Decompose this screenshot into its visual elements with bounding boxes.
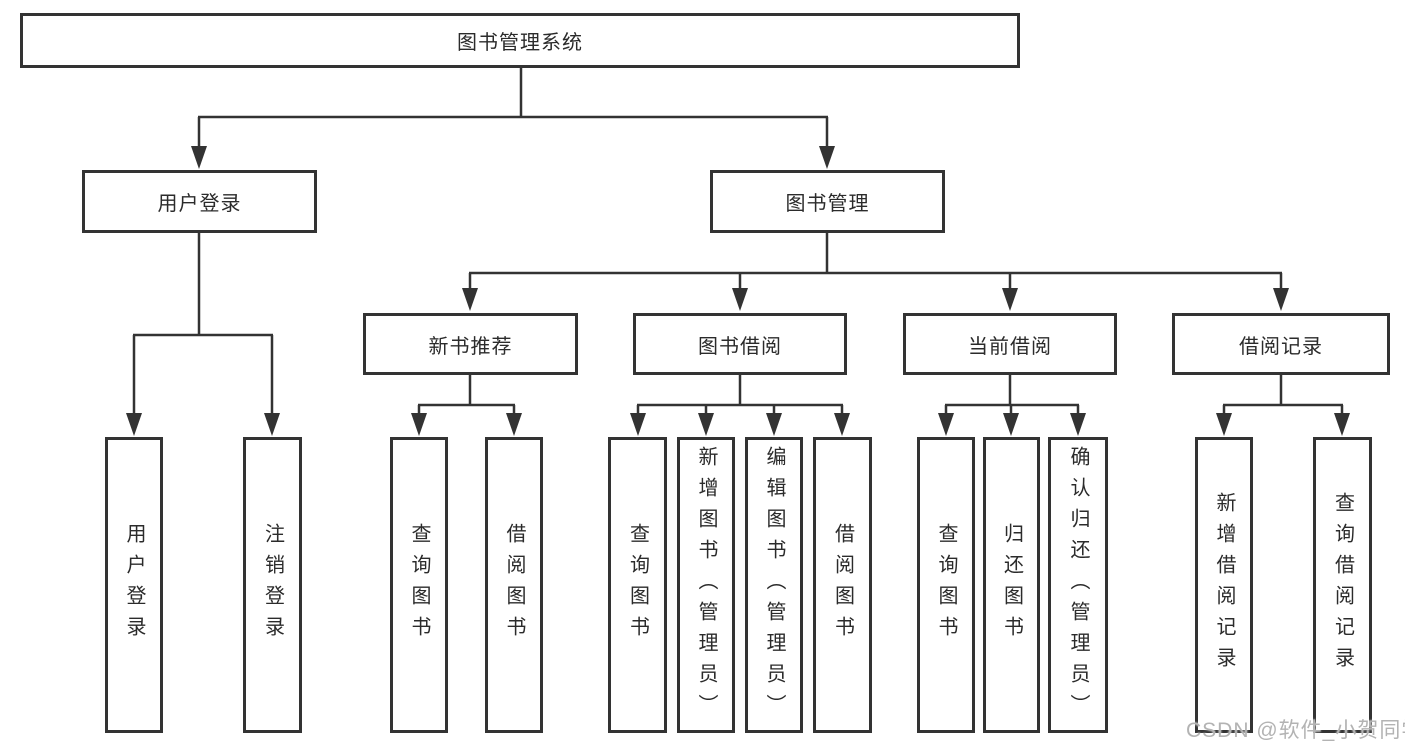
node-book-management: 图书管理 <box>710 170 945 233</box>
node-new-book-recommendation: 新书推荐 <box>363 313 578 375</box>
node-label: 当前借阅 <box>968 335 1052 358</box>
node-label: 用户登录 <box>123 523 145 647</box>
node-label: 图书管理系统 <box>457 32 583 54</box>
node-label: 查询图书 <box>935 523 957 647</box>
node-label: 新增借阅记录 <box>1213 492 1235 678</box>
leaf-add-borrow-record: 新增借阅记录 <box>1195 437 1253 733</box>
node-label: 查询图书 <box>626 523 649 647</box>
leaf-return-books: 归还图书 <box>983 437 1040 733</box>
leaf-borrow-books-recommend: 借阅图书 <box>485 437 543 733</box>
leaf-logout: 注销登录 <box>243 437 302 733</box>
leaf-query-books-current: 查询图书 <box>917 437 975 733</box>
node-label: 注销登录 <box>261 523 284 647</box>
node-library-management-system: 图书管理系统 <box>20 13 1020 68</box>
node-label: 查询借阅记录 <box>1331 492 1354 678</box>
node-label: 用户登录 <box>157 193 242 215</box>
leaf-query-books-recommend: 查询图书 <box>390 437 448 733</box>
leaf-user-login: 用户登录 <box>105 437 163 733</box>
node-label: 图书借阅 <box>698 335 782 358</box>
node-label: 查询图书 <box>408 523 430 647</box>
node-borrowing-records: 借阅记录 <box>1172 313 1390 375</box>
leaf-edit-books-admin: 编辑图书（管理员） <box>745 437 803 733</box>
node-label: 确认归还（管理员） <box>1067 445 1089 725</box>
node-current-borrowing: 当前借阅 <box>903 313 1117 375</box>
node-label: 借阅记录 <box>1239 335 1323 358</box>
leaf-add-books-admin: 新增图书（管理员） <box>677 437 735 733</box>
node-user-login: 用户登录 <box>82 170 317 233</box>
node-label: 借阅图书 <box>503 523 525 647</box>
node-label: 图书管理 <box>785 193 870 215</box>
node-label: 新增图书（管理员） <box>695 445 717 725</box>
leaf-query-books-borrowing: 查询图书 <box>608 437 667 733</box>
leaf-borrow-books-borrowing: 借阅图书 <box>813 437 872 733</box>
csdn-watermark: CSDN @软件_小贺同学 <box>1186 719 1405 742</box>
node-label: 编辑图书（管理员） <box>763 445 785 725</box>
node-label: 新书推荐 <box>428 335 513 358</box>
node-label: 借阅图书 <box>831 523 854 647</box>
node-label: 归还图书 <box>1000 523 1023 647</box>
leaf-query-borrow-record: 查询借阅记录 <box>1313 437 1372 733</box>
leaf-confirm-return-admin: 确认归还（管理员） <box>1048 437 1108 733</box>
node-book-borrowing: 图书借阅 <box>633 313 847 375</box>
